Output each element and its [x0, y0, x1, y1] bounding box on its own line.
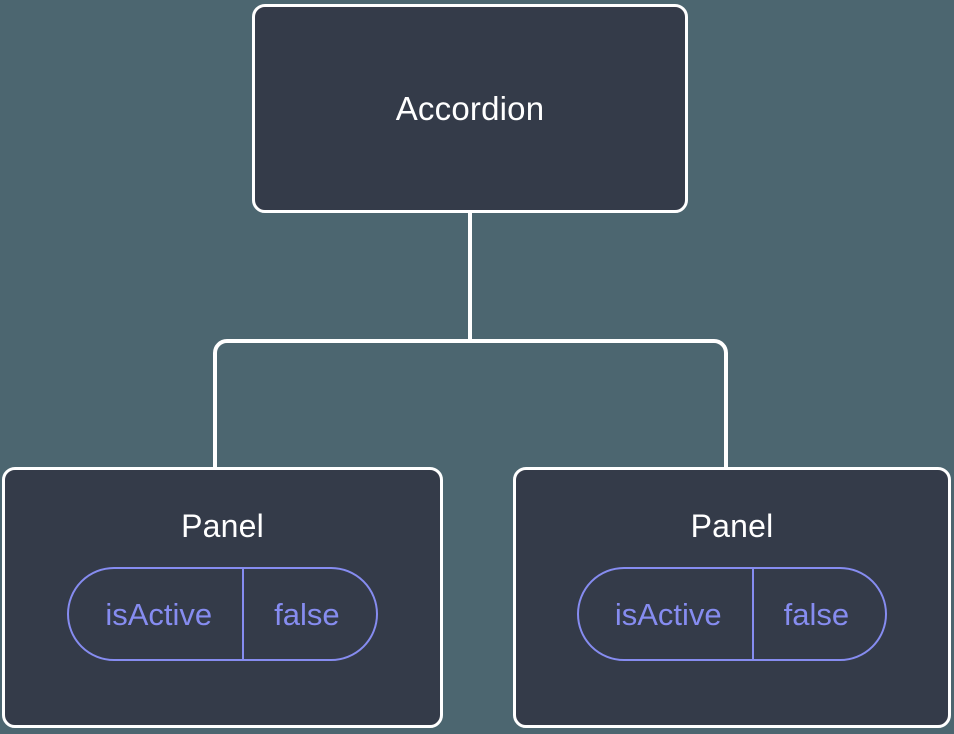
prop-value: false: [242, 569, 375, 659]
node-panel-1[interactable]: Panel isActive false: [2, 467, 443, 728]
node-accordion-label: Accordion: [395, 90, 545, 127]
prop-key: isActive: [105, 596, 213, 632]
node-panel-1-prop-isactive[interactable]: isActive false: [67, 567, 378, 661]
node-accordion[interactable]: Accordion: [252, 4, 688, 213]
node-panel-2-label: Panel: [690, 508, 774, 544]
prop-key: isActive: [614, 596, 722, 632]
edge-branch-left: [213, 339, 470, 470]
node-panel-2[interactable]: Panel isActive false: [513, 467, 951, 728]
prop-value: false: [751, 569, 885, 659]
node-panel-1-label: Panel: [181, 508, 264, 544]
edge-branch-right: [470, 339, 728, 470]
node-panel-2-prop-isactive[interactable]: isActive false: [576, 567, 888, 661]
